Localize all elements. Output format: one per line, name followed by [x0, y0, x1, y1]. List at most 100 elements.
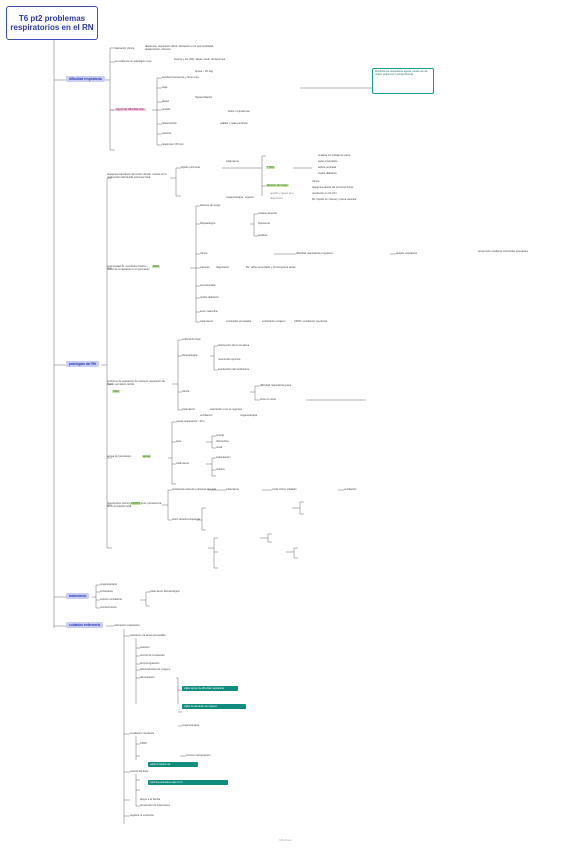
- emh-intro: enfermedad de membrana hialina: déficit …: [107, 265, 150, 271]
- sign-tiraje: tiraje: [162, 86, 168, 89]
- hpp-label: HPPRN: [130, 502, 142, 505]
- ttrn-trat: tratamiento: [226, 160, 239, 163]
- signos-label: signos de dificultad resp.: [115, 108, 146, 111]
- cuid-c11: mínima manipulación: [186, 754, 211, 757]
- emh-box: prevención mediante corticoides prenatal…: [478, 250, 529, 253]
- emh-dx: diagnóstico: [216, 266, 230, 269]
- branch-cuidados[interactable]: cuidados enfermería: [66, 622, 104, 628]
- emh-fi2: hipoxemia: [258, 222, 270, 225]
- sign-aleteo: aleteo: [162, 100, 170, 103]
- ttrn-label: TTRN: [266, 166, 275, 169]
- sam-clin: clínica: [182, 390, 190, 393]
- sam-fi1: obstrucción de la vía aérea: [218, 344, 250, 347]
- emh-factores: factores de riesgo: [200, 204, 221, 207]
- emh-t3: CPAP / ventilación mecánica: [294, 320, 328, 323]
- cuid-c7: alimentación: [140, 676, 155, 679]
- cuid-box4: cambios posturales cada 3-4 h: [148, 780, 228, 785]
- ttrn-factores-highlight: factores de riesgo: [266, 184, 289, 187]
- sam-label: SAM: [112, 390, 120, 393]
- sign-apnea: apnea > 20 seg: [195, 70, 213, 73]
- emh-label: EMH: [152, 265, 160, 268]
- cuid-c14: prevención de infecciones: [140, 804, 170, 807]
- emh-t2: surfactante exógeno: [262, 320, 286, 323]
- sign-cianosis: cianosis: [162, 132, 172, 135]
- trat-t5: monitorización: [100, 606, 117, 609]
- sam-cl2: tórax en tonel: [260, 398, 276, 401]
- ttrn-t1: oxigenoterapia: [226, 196, 244, 199]
- sign-hipo: hipoventilación: [195, 96, 213, 99]
- ttrn-cl3: resolución en 24-72 h: [312, 192, 337, 195]
- map-title: T6 pt2 problemas respiratorios en el RN: [6, 6, 98, 40]
- emh-clin: clínica: [200, 252, 208, 255]
- emh-t1: corticoides prenatales: [226, 320, 252, 323]
- ttrn-highlight: TTRN: [266, 166, 275, 169]
- ttrn-dx: diagnóstico: [270, 197, 284, 200]
- apnea-ti2: obstructiva: [216, 440, 229, 443]
- ttrn-factores-label: factores de riesgo: [266, 184, 289, 187]
- trat-t1: oxigenoterapia: [100, 583, 118, 586]
- emh-fi3: acidosis: [258, 234, 268, 237]
- branch-dificultad[interactable]: dificultad respiratoria: [66, 76, 105, 82]
- trat-t3: soporte ventilatorio: [100, 598, 122, 601]
- emh-cl3: cianosis: [200, 266, 210, 269]
- cuid-c13: apoyo a la familia: [140, 798, 161, 801]
- apnea-intro: apnea del prematuro: [107, 455, 131, 458]
- cuid-c5: termorregulación: [140, 662, 160, 665]
- cuid-c12: control del dolor: [130, 770, 149, 773]
- emh-cl1: dificultad respiratoria progresiva: [296, 252, 333, 255]
- ttrn-causa: líquido pulmonar: [181, 166, 201, 169]
- sam-cl1: dificultad respiratoria grave: [260, 384, 292, 387]
- hpp-c2: shunt derecha-izquierda: [172, 518, 200, 521]
- sam-causa: sufrimiento fetal: [182, 338, 201, 341]
- ttrn-f4: madre diabética: [318, 172, 337, 175]
- cuid-c4: control de constantes: [140, 654, 165, 657]
- sign-quejido: quejido: [162, 108, 171, 111]
- sign-taquipnea: taquipnea >60 rpm: [162, 143, 184, 146]
- apnea-ti1: central: [216, 434, 224, 437]
- ttrn-intro: taquipnea transitoria del recién nacido:…: [107, 173, 167, 179]
- ttrn-dx1: Rx: líquido en cisuras y trama vascular: [312, 198, 357, 201]
- sam-trat: tratamiento: [182, 408, 195, 411]
- emh-fi1: colapso alveolar: [258, 212, 277, 215]
- emh-f2: madre diabética: [200, 296, 219, 299]
- cause-alteracion-desc: taquipnea, respiración difícil, alteraci…: [145, 45, 214, 51]
- cuid-c1: valoración respiratoria: [114, 624, 140, 627]
- sign-desat: desaturación: [162, 122, 177, 125]
- branch-patologias[interactable]: patologías del RN: [66, 361, 99, 367]
- cause-alteracion: alteración clínica: [115, 47, 135, 50]
- apnea-t2: cafeína: [216, 468, 225, 471]
- emh-fisio: fisiopatología: [200, 222, 216, 225]
- ttrn-f3: asfixia perinatal: [318, 166, 337, 169]
- ttrn-cl1: taquipnea desde las primeras horas: [312, 186, 354, 189]
- emh-f1: prematuridad: [200, 284, 216, 287]
- hpp-trat: tratamiento: [226, 488, 239, 491]
- emh-trat: tratamiento: [200, 320, 213, 323]
- sam-highlight: SAM: [112, 390, 120, 393]
- emh-highlight: EMH: [152, 265, 160, 268]
- sam-fi2: neumonitis química: [218, 358, 241, 361]
- callout-insuficiencia: Insuficiencia respiratoria aguda: puede …: [372, 68, 434, 94]
- apnea-highlight: apnea: [142, 455, 152, 458]
- sam-t3: ventilación: [200, 414, 213, 417]
- branch-tratamiento[interactable]: tratamiento: [66, 593, 90, 599]
- cause-patologico: se evidencia un patológico resp.: [115, 60, 153, 63]
- apnea-ti3: mixta: [216, 446, 223, 449]
- sam-fi3: inactivación del surfactante: [218, 368, 250, 371]
- ttrn-f2: parto precipitado: [318, 160, 338, 163]
- signos-highlight: signos de dificultad resp.: [115, 108, 146, 111]
- cuid-c2: mantener vía aérea permeable: [130, 634, 166, 637]
- cuid-box5: registrar la evolución: [130, 814, 154, 817]
- ttrn-f1: cesárea sin trabajo de parto: [318, 154, 351, 157]
- trat-t2: surfactante: [100, 590, 113, 593]
- emh-f3: sexo masculino: [200, 310, 218, 313]
- hpp-t1: óxido nítrico inhalado: [272, 488, 297, 491]
- cuid-c10: CPAP: [140, 742, 147, 745]
- sign-palidez: palidez y mala perfusión: [220, 122, 248, 125]
- cuid-box1: vigilar signos de dificultad respiratori…: [182, 686, 238, 691]
- sam-t1: aspiración si no es vigoroso: [210, 408, 243, 411]
- cuid-c3: posición: [140, 646, 150, 649]
- cuid-c6: administración de oxígeno: [140, 668, 171, 671]
- sam-t2: oxigenoterapia: [240, 414, 258, 417]
- cuid-box2: vigilar la saturación de oxígeno: [182, 704, 246, 709]
